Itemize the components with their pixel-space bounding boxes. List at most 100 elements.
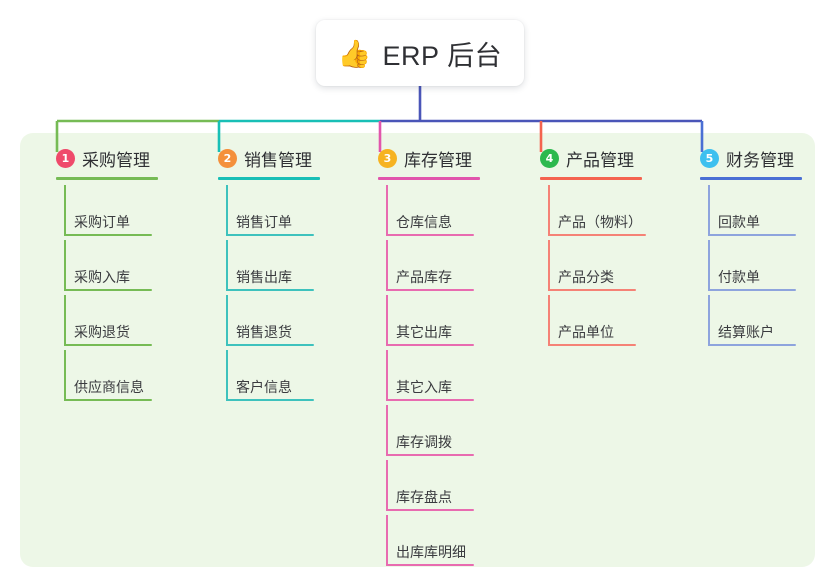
- tree-item-label: 仓库信息: [396, 214, 452, 230]
- item-connector-stem: [64, 185, 66, 236]
- item-connector-stem: [708, 185, 710, 236]
- item-connector-stem: [386, 515, 388, 566]
- tree-item-label: 付款单: [718, 269, 760, 285]
- tree-item[interactable]: 产品库存: [360, 240, 474, 295]
- tree-item-label: 回款单: [718, 214, 760, 230]
- tree-item[interactable]: 出库库明细: [360, 515, 474, 570]
- tree-item[interactable]: 仓库信息: [360, 185, 474, 240]
- column-items: 仓库信息产品库存其它出库其它入库库存调拨库存盘点出库库明细: [360, 185, 474, 570]
- item-connector-stem: [64, 350, 66, 401]
- tree-item[interactable]: 回款单: [682, 185, 796, 240]
- tree-item[interactable]: 库存盘点: [360, 460, 474, 515]
- item-connector-stem: [548, 240, 550, 291]
- tree-item-label: 采购退货: [74, 324, 130, 340]
- column-header[interactable]: 5 财务管理: [682, 145, 794, 171]
- tree-item-label: 库存调拨: [396, 434, 452, 450]
- tree-item-rule: [226, 289, 314, 291]
- column-销售管理: 2 销售管理销售订单销售出库销售退货客户信息: [200, 145, 320, 405]
- column-库存管理: 3 库存管理仓库信息产品库存其它出库其它入库库存调拨库存盘点出库库明细: [360, 145, 480, 570]
- item-connector-stem: [386, 350, 388, 401]
- column-index-badge: 1: [56, 148, 75, 168]
- tree-item-label: 产品库存: [396, 269, 452, 285]
- item-connector-stem: [708, 240, 710, 291]
- tree-item[interactable]: 客户信息: [200, 350, 314, 405]
- item-connector-stem: [226, 350, 228, 401]
- tree-item-label: 采购订单: [74, 214, 130, 230]
- column-title: 库存管理: [404, 150, 472, 170]
- tree-item[interactable]: 库存调拨: [360, 405, 474, 460]
- item-connector-stem: [548, 185, 550, 236]
- tree-item-label: 产品单位: [558, 324, 614, 340]
- tree-item-label: 其它出库: [396, 324, 452, 340]
- tree-item[interactable]: 产品分类: [522, 240, 636, 295]
- tree-item-rule: [548, 344, 636, 346]
- tree-item-rule: [708, 344, 796, 346]
- root-node-title: ERP 后台: [382, 40, 503, 71]
- tree-item[interactable]: 销售订单: [200, 185, 314, 240]
- column-items: 采购订单采购入库采购退货供应商信息: [38, 185, 152, 405]
- item-connector-stem: [386, 405, 388, 456]
- tree-item[interactable]: 采购订单: [38, 185, 152, 240]
- column-header-rule: [540, 177, 642, 180]
- column-title: 销售管理: [244, 150, 312, 170]
- item-connector-stem: [386, 460, 388, 511]
- column-items: 产品（物料） 产品分类产品单位: [522, 185, 646, 350]
- tree-item[interactable]: 采购退货: [38, 295, 152, 350]
- tree-item[interactable]: 其它入库: [360, 350, 474, 405]
- tree-item-rule: [64, 234, 152, 236]
- tree-item[interactable]: 其它出库: [360, 295, 474, 350]
- item-connector-stem: [64, 295, 66, 346]
- tree-item[interactable]: 销售退货: [200, 295, 314, 350]
- tree-item[interactable]: 付款单: [682, 240, 796, 295]
- tree-item-label: 出库库明细: [396, 544, 466, 560]
- tree-item[interactable]: 销售出库: [200, 240, 314, 295]
- column-items: 回款单付款单结算账户: [682, 185, 796, 350]
- column-采购管理: 1 采购管理采购订单采购入库采购退货供应商信息: [38, 145, 158, 405]
- column-header-rule: [700, 177, 802, 180]
- tree-item-rule: [386, 509, 474, 511]
- column-title: 采购管理: [82, 150, 150, 170]
- column-header[interactable]: 4 产品管理: [522, 145, 634, 171]
- column-header[interactable]: 1 采购管理: [38, 145, 150, 171]
- item-connector-stem: [226, 295, 228, 346]
- tree-item[interactable]: 结算账户: [682, 295, 796, 350]
- column-index-badge: 4: [540, 148, 559, 168]
- column-产品管理: 4 产品管理产品（物料） 产品分类产品单位: [522, 145, 646, 350]
- tree-item-rule: [64, 399, 152, 401]
- tree-item[interactable]: 产品（物料）: [522, 185, 646, 240]
- item-connector-stem: [386, 185, 388, 236]
- tree-item[interactable]: 产品单位: [522, 295, 636, 350]
- root-node[interactable]: 👍 ERP 后台: [316, 20, 524, 86]
- item-connector-stem: [226, 240, 228, 291]
- tree-item-rule: [386, 289, 474, 291]
- column-header-rule: [218, 177, 320, 180]
- item-connector-stem: [64, 240, 66, 291]
- tree-item-label: 其它入库: [396, 379, 452, 395]
- tree-item-label: 销售订单: [236, 214, 292, 230]
- column-title: 财务管理: [726, 150, 794, 170]
- tree-item-rule: [386, 454, 474, 456]
- tree-item-label: 销售出库: [236, 269, 292, 285]
- tree-item[interactable]: 供应商信息: [38, 350, 152, 405]
- column-header-rule: [378, 177, 480, 180]
- tree-item-rule: [386, 564, 474, 566]
- tree-item-label: 供应商信息: [74, 379, 144, 395]
- tree-item-rule: [64, 344, 152, 346]
- tree-item-label: 库存盘点: [396, 489, 452, 505]
- tree-item[interactable]: 采购入库: [38, 240, 152, 295]
- column-index-badge: 3: [378, 148, 397, 168]
- tree-item-rule: [386, 344, 474, 346]
- tree-item-label: 产品分类: [558, 269, 614, 285]
- root-node-content: 👍 ERP 后台: [338, 34, 502, 73]
- column-header[interactable]: 2 销售管理: [200, 145, 312, 171]
- tree-item-rule: [548, 289, 636, 291]
- column-header[interactable]: 3 库存管理: [360, 145, 472, 171]
- column-index-badge: 2: [218, 148, 237, 168]
- column-index-badge: 5: [700, 148, 719, 168]
- diagram-panel: [20, 133, 815, 567]
- tree-item-label: 结算账户: [718, 324, 774, 340]
- column-title: 产品管理: [566, 150, 634, 170]
- tree-item-rule: [226, 234, 314, 236]
